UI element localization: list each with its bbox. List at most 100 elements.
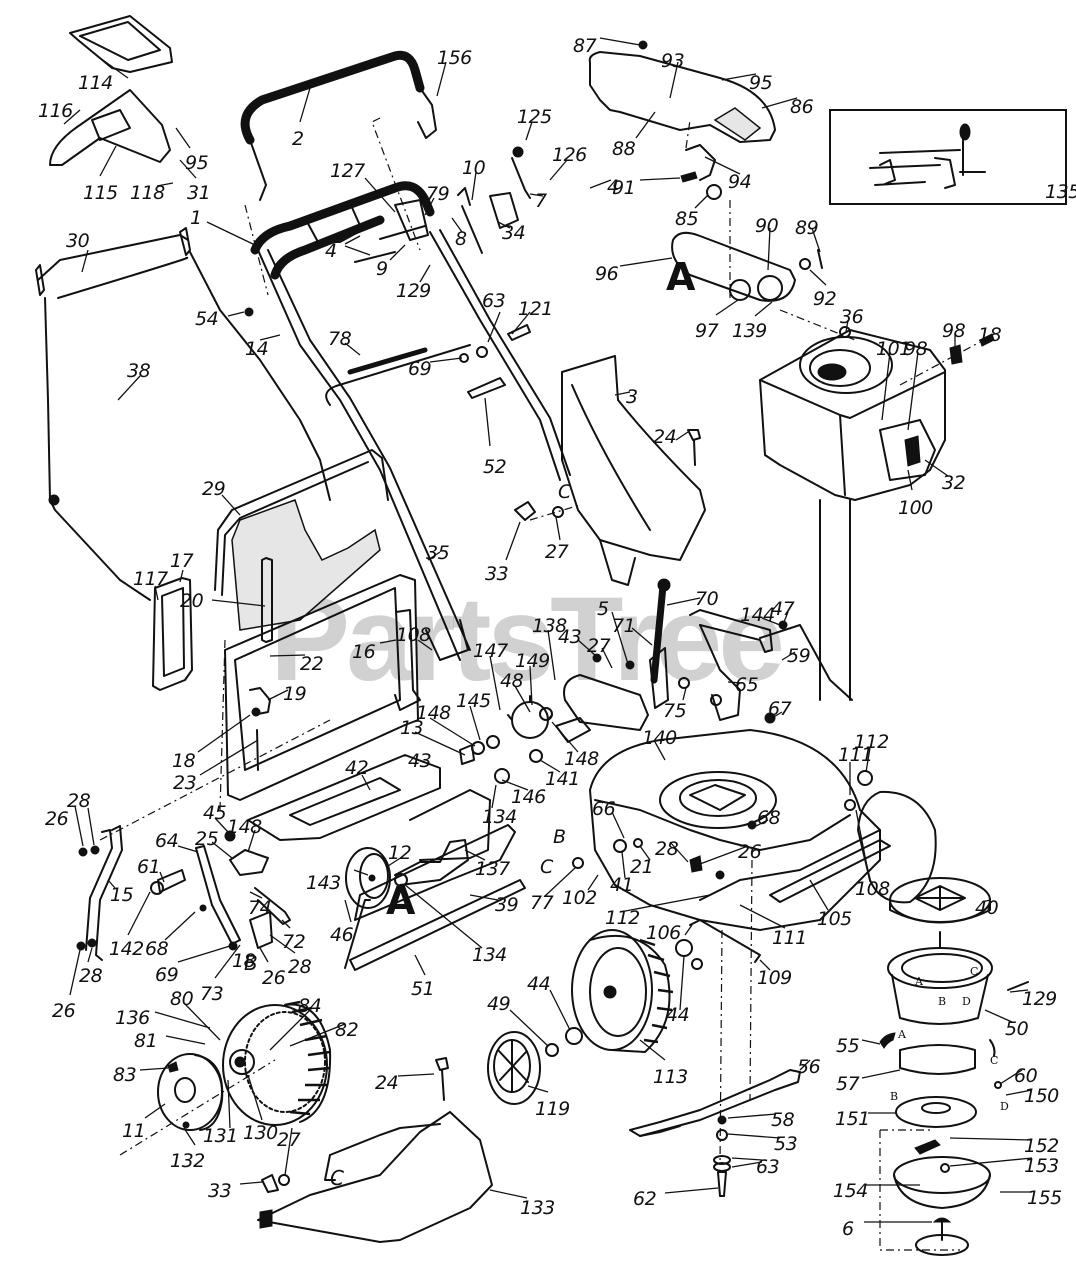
callout-part-48[interactable]: 48 [500, 670, 524, 692]
callout-part-20[interactable]: 20 [180, 590, 204, 612]
callout-part-95[interactable]: 95 [185, 152, 209, 174]
callout-part-118[interactable]: 118 [130, 182, 166, 204]
callout-part-152[interactable]: 152 [1024, 1135, 1059, 1157]
callout-part-102[interactable]: 102 [562, 887, 597, 909]
callout-part-80[interactable]: 80 [170, 988, 194, 1010]
callout-part-143[interactable]: 143 [306, 872, 341, 894]
callout-part-23[interactable]: 23 [173, 772, 197, 794]
callout-part-125[interactable]: 125 [517, 106, 553, 128]
callout-part-148[interactable]: 148 [227, 816, 263, 838]
callout-part-39[interactable]: 39 [495, 894, 519, 916]
callout-part-64[interactable]: 64 [155, 830, 179, 852]
callout-part-41[interactable]: 41 [610, 874, 634, 896]
callout-part-148[interactable]: 148 [416, 702, 452, 724]
callout-part-130[interactable]: 130 [243, 1122, 279, 1144]
callout-part-78[interactable]: 78 [328, 328, 352, 350]
callout-part-68[interactable]: 68 [145, 938, 169, 960]
callout-part-109[interactable]: 109 [757, 967, 792, 989]
callout-part-8[interactable]: 8 [455, 228, 468, 250]
callout-part-126[interactable]: 126 [552, 144, 588, 166]
callout-part-146[interactable]: 146 [511, 786, 547, 808]
callout-part-112[interactable]: 112 [605, 907, 640, 929]
callout-part-56[interactable]: 56 [797, 1056, 821, 1078]
callout-part-62[interactable]: 62 [633, 1188, 657, 1210]
callout-part-60[interactable]: 60 [1014, 1065, 1038, 1087]
callout-part-91[interactable]: 91 [612, 177, 636, 199]
callout-part-134[interactable]: 134 [482, 806, 517, 828]
callout-part-3[interactable]: 3 [626, 386, 638, 408]
callout-part-151[interactable]: 151 [835, 1108, 870, 1130]
callout-part-46[interactable]: 46 [330, 924, 354, 946]
callout-part-150[interactable]: 150 [1024, 1085, 1060, 1107]
callout-part-52[interactable]: 52 [483, 456, 507, 478]
callout-part-15[interactable]: 15 [110, 884, 134, 906]
callout-part-154[interactable]: 154 [833, 1180, 868, 1202]
callout-part-5[interactable]: 5 [597, 598, 610, 620]
callout-part-71[interactable]: 71 [612, 615, 636, 637]
callout-part-105[interactable]: 105 [817, 908, 853, 930]
callout-part-66[interactable]: 66 [592, 798, 616, 820]
callout-part-28[interactable]: 28 [288, 956, 312, 978]
callout-part-75[interactable]: 75 [663, 700, 687, 722]
callout-part-28[interactable]: 28 [67, 790, 91, 812]
callout-part-13[interactable]: 13 [400, 717, 424, 739]
callout-part-156[interactable]: 156 [437, 47, 473, 69]
callout-part-129[interactable]: 129 [396, 280, 431, 302]
callout-part-18[interactable]: 18 [232, 950, 256, 972]
callout-part-137[interactable]: 137 [475, 858, 511, 880]
callout-part-26[interactable]: 26 [52, 1000, 76, 1022]
callout-part-33[interactable]: 33 [485, 563, 509, 585]
callout-part-92[interactable]: 92 [813, 288, 837, 310]
callout-part-145[interactable]: 145 [456, 690, 492, 712]
callout-part-81[interactable]: 81 [134, 1030, 158, 1052]
callout-part-33[interactable]: 33 [208, 1180, 232, 1202]
callout-part-4[interactable]: 4 [325, 240, 337, 262]
callout-part-129[interactable]: 129 [1022, 988, 1057, 1010]
callout-part-134[interactable]: 134 [472, 944, 507, 966]
callout-part-136[interactable]: 136 [115, 1007, 151, 1029]
callout-part-119[interactable]: 119 [535, 1098, 570, 1120]
callout-part-108[interactable]: 108 [855, 878, 891, 900]
callout-part-73[interactable]: 73 [200, 983, 224, 1005]
callout-part-90[interactable]: 90 [755, 215, 779, 237]
callout-part-144[interactable]: 144 [740, 604, 775, 626]
callout-part-116[interactable]: 116 [38, 100, 74, 122]
callout-part-69[interactable]: 69 [408, 358, 432, 380]
callout-part-50[interactable]: 50 [1005, 1018, 1029, 1040]
callout-part-149[interactable]: 149 [515, 650, 550, 672]
callout-part-28[interactable]: 28 [655, 838, 679, 860]
callout-part-82[interactable]: 82 [335, 1019, 359, 1041]
callout-part-35[interactable]: 35 [426, 542, 450, 564]
callout-part-63[interactable]: 63 [482, 290, 506, 312]
callout-part-12[interactable]: 12 [388, 842, 412, 864]
callout-part-32[interactable]: 32 [942, 472, 966, 494]
callout-part-21[interactable]: 21 [630, 856, 654, 878]
callout-part-117[interactable]: 117 [133, 568, 169, 590]
callout-part-140[interactable]: 140 [642, 727, 678, 749]
callout-part-108[interactable]: 108 [396, 624, 432, 646]
callout-part-77[interactable]: 77 [530, 892, 554, 914]
callout-part-B[interactable]: B [553, 826, 566, 848]
callout-part-95[interactable]: 95 [749, 72, 773, 94]
callout-part-72[interactable]: 72 [282, 931, 306, 953]
callout-part-94[interactable]: 94 [728, 171, 752, 193]
callout-part-148[interactable]: 148 [564, 748, 600, 770]
callout-part-42[interactable]: 42 [345, 757, 369, 779]
callout-part-C[interactable]: C [558, 481, 573, 503]
callout-part-18[interactable]: 18 [172, 750, 196, 772]
callout-part-38[interactable]: 38 [127, 360, 151, 382]
callout-part-147[interactable]: 147 [473, 640, 509, 662]
callout-part-4[interactable]: 4 [607, 176, 619, 198]
callout-part-155[interactable]: 155 [1027, 1187, 1063, 1209]
callout-part-63[interactable]: 63 [756, 1156, 780, 1178]
callout-part-57[interactable]: 57 [836, 1073, 860, 1095]
callout-part-43[interactable]: 43 [408, 750, 432, 772]
callout-part-70[interactable]: 70 [695, 588, 719, 610]
callout-part-6[interactable]: 6 [842, 1218, 855, 1240]
callout-part-141[interactable]: 141 [545, 768, 580, 790]
callout-part-51[interactable]: 51 [411, 978, 435, 1000]
callout-part-24[interactable]: 24 [375, 1072, 399, 1094]
callout-part-55[interactable]: 55 [836, 1035, 860, 1057]
callout-part-22[interactable]: 22 [300, 653, 324, 675]
callout-part-88[interactable]: 88 [612, 138, 636, 160]
